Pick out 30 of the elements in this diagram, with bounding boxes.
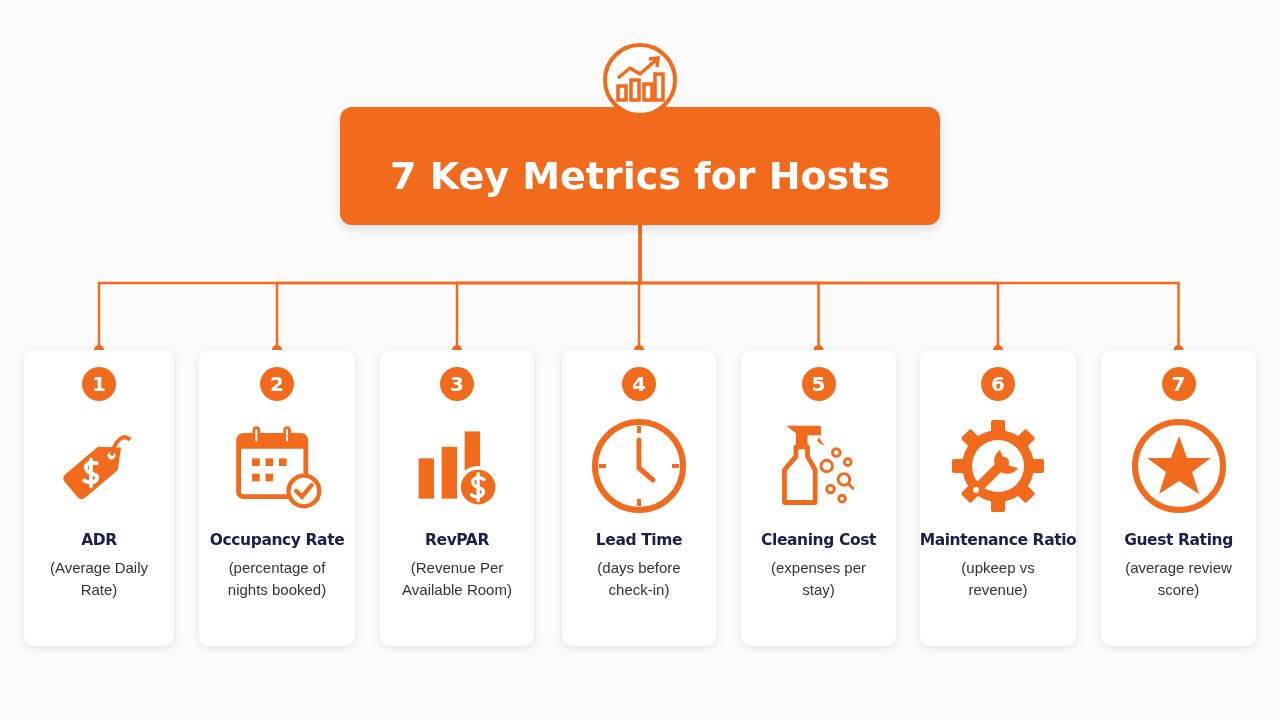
metric-card [920, 350, 1076, 646]
metric-card [562, 350, 716, 646]
title-banner [340, 107, 940, 225]
metric-card [199, 350, 355, 646]
metric-name: Maintenance Ratio [919, 531, 1077, 549]
metric-description: (Revenue Per Available Room) [401, 558, 513, 600]
number-badge: 2 [260, 367, 294, 401]
metric-card [380, 350, 534, 646]
number-badge: 7 [1161, 367, 1196, 401]
number-badge: 6 [981, 367, 1015, 401]
metric-card [1101, 350, 1256, 646]
metric-name: ADR [81, 531, 117, 549]
title-text: 7 Key Metrics for Hosts [390, 154, 890, 198]
metric-description: (expenses per stay) [769, 558, 868, 600]
number-badge: 1 [82, 367, 116, 401]
metric-description: (Average Daily Rate) [48, 558, 150, 600]
number-badge: 3 [440, 367, 474, 401]
metric-description: (average review score) [1124, 558, 1233, 600]
metric-description: (percentage of nights booked) [226, 558, 328, 600]
metric-name: Lead Time [595, 531, 683, 549]
metric-description: (upkeep vs revenue) [960, 558, 1036, 600]
metric-card [741, 350, 896, 646]
metric-name: Occupancy Rate [209, 531, 345, 549]
metric-name: RevPAR [425, 531, 489, 549]
number-badge: 4 [622, 367, 656, 401]
metric-name: Guest Rating [1124, 531, 1233, 549]
metric-name: Cleaning Cost [761, 531, 876, 549]
metric-description: (days before check-in) [596, 558, 682, 600]
metric-card [24, 350, 174, 646]
number-badge: 5 [801, 367, 836, 401]
